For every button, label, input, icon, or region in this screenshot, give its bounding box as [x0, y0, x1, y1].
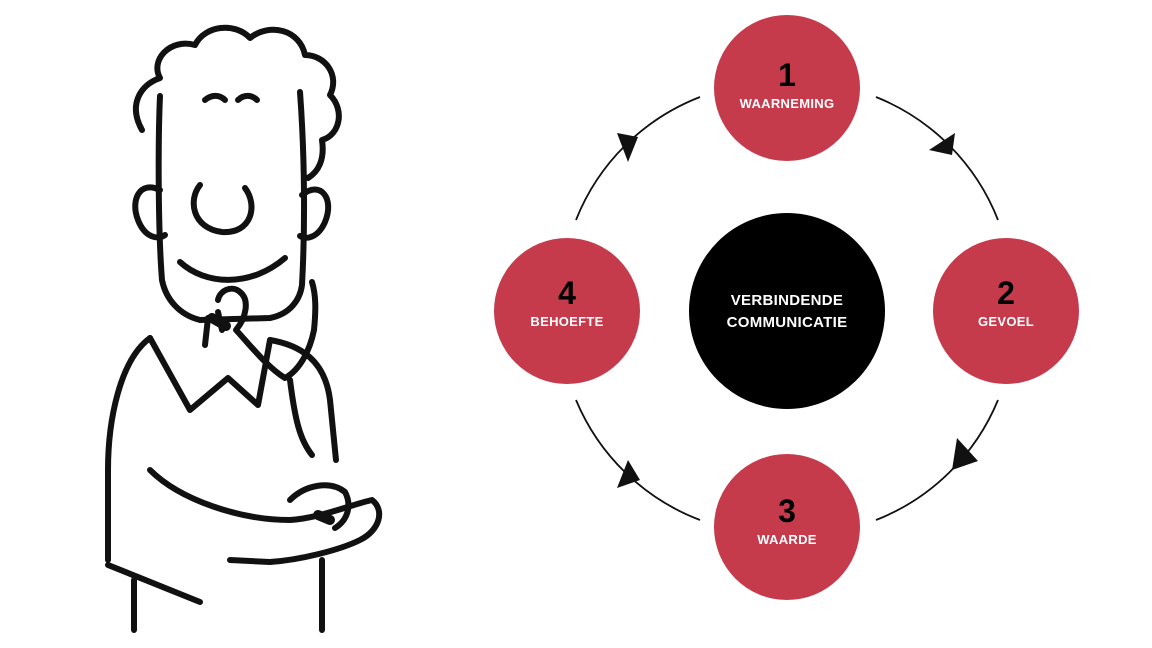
- step-circle-3: [714, 454, 860, 600]
- arrow-1-to-2-icon: [929, 133, 955, 155]
- nose: [190, 182, 255, 236]
- step-node-3: 3 WAARDE: [714, 454, 860, 600]
- wrist: [287, 377, 315, 458]
- step-label-1: WAARNEMING: [740, 96, 835, 111]
- neck: [202, 315, 211, 348]
- thinking-man-illustration: [105, 24, 383, 633]
- cycle-arrowheads: [617, 133, 978, 488]
- finger-nail: [207, 313, 231, 331]
- step-label-3: WAARDE: [757, 532, 817, 547]
- center-circle: [689, 213, 885, 409]
- step-number-4: 4: [558, 275, 576, 311]
- crossed-arm: [147, 467, 383, 565]
- lower-hand: [287, 482, 352, 531]
- arc-1-to-2: [875, 96, 999, 221]
- step-number-1: 1: [778, 57, 796, 93]
- center-label-line2: COMMUNICATIE: [727, 314, 848, 331]
- step-number-2: 2: [997, 275, 1015, 311]
- upper-arm: [267, 337, 339, 463]
- step-label-2: GEVOEL: [978, 314, 1034, 329]
- arrow-2-to-3-icon: [952, 438, 978, 470]
- right-eyebrow: [235, 92, 260, 103]
- center-node: VERBINDENDE COMMUNICATIE: [689, 213, 885, 409]
- step-number-3: 3: [778, 493, 796, 529]
- step-circle-2: [933, 238, 1079, 384]
- step-node-2: 2 GEVOEL: [933, 238, 1079, 384]
- arrow-4-to-1-icon: [617, 133, 638, 162]
- step-circle-4: [494, 238, 640, 384]
- arc-2-to-3: [875, 399, 999, 521]
- left-eyebrow: [202, 92, 228, 103]
- arrow-3-to-4-icon: [617, 460, 640, 488]
- step-node-4: 4 BEHOEFTE: [494, 238, 640, 384]
- step-circle-1: [714, 15, 860, 161]
- smile: [177, 255, 288, 283]
- torso-left: [105, 335, 153, 563]
- step-label-4: BEHOEFTE: [530, 314, 603, 329]
- hair: [133, 24, 342, 181]
- torso-bottom: [105, 562, 203, 605]
- right-ear: [297, 186, 332, 241]
- center-label-line1: VERBINDENDE: [731, 292, 843, 309]
- step-node-1: 1 WAARNEMING: [714, 15, 860, 161]
- arc-4-to-1: [575, 96, 701, 221]
- lower-thumb-nail: [313, 510, 335, 525]
- face: [155, 89, 308, 323]
- collar: [147, 335, 273, 413]
- hand-on-chin: [215, 279, 319, 381]
- arc-3-to-4: [575, 399, 701, 521]
